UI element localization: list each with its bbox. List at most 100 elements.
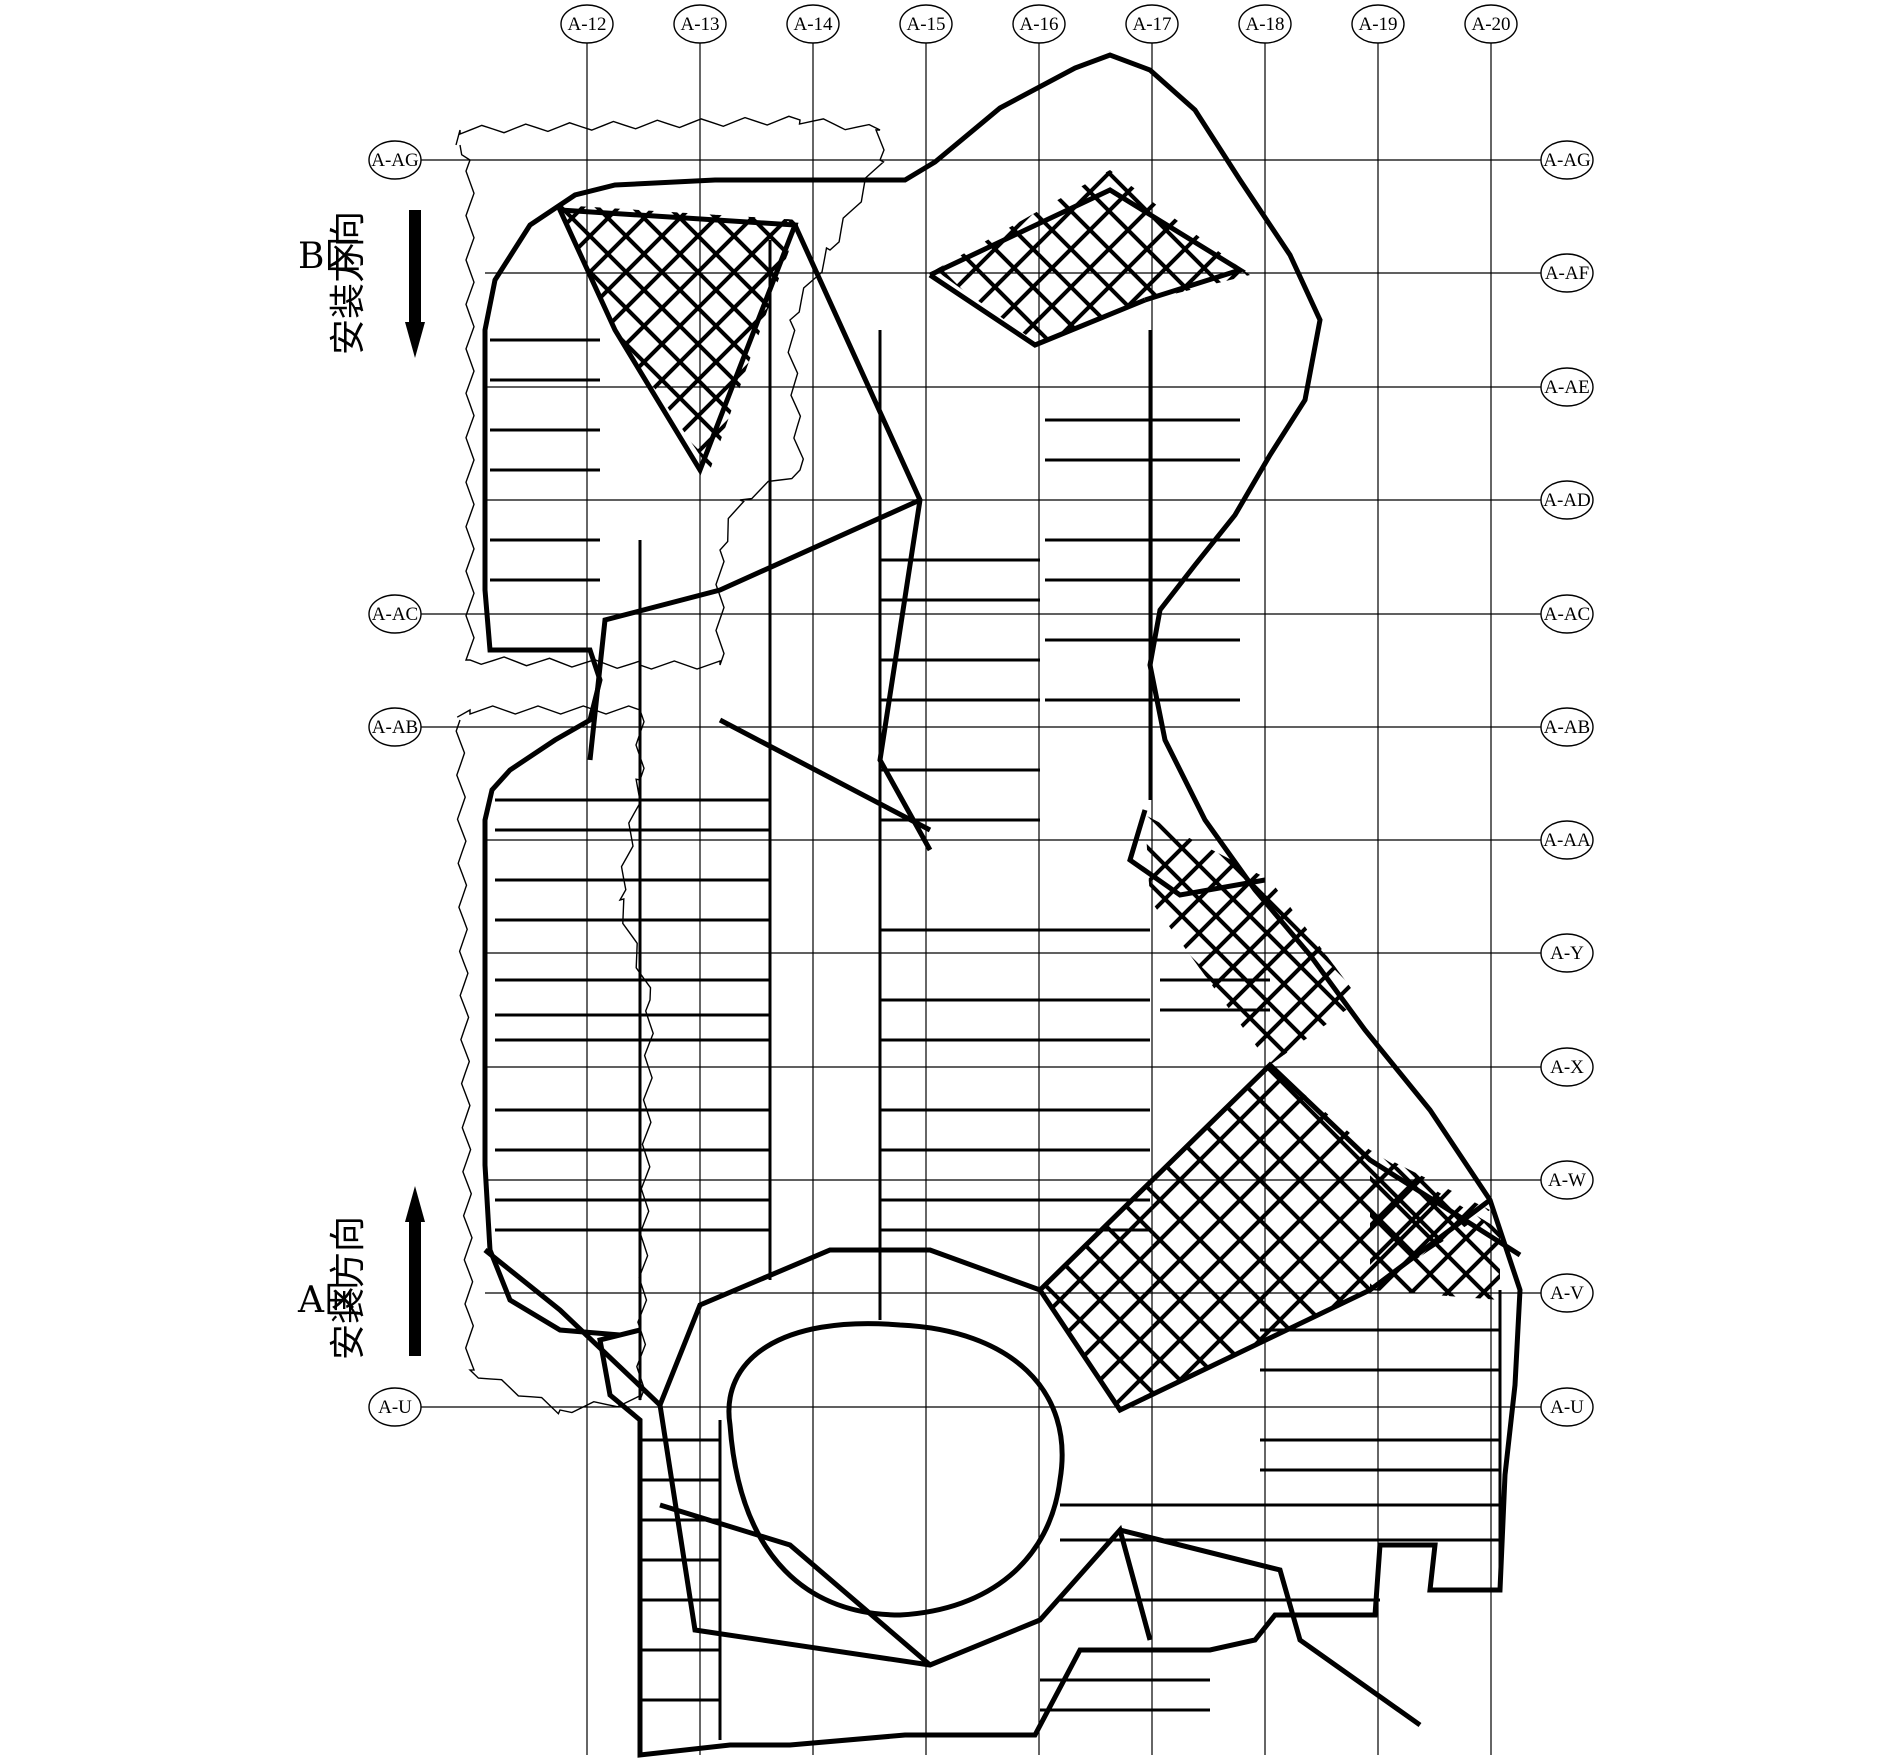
lattice-member	[935, 170, 1250, 345]
lattice-member	[1040, 1065, 1490, 1322]
column-axis-label: A-20	[1471, 14, 1510, 35]
lattice-member	[1040, 1118, 1490, 1410]
zone-b-name: B区	[298, 236, 360, 277]
lattice-panel	[1040, 1065, 1490, 1410]
column-axis-bubble: A-14	[786, 4, 840, 44]
row-axis-bubble-left: A-AB	[368, 707, 422, 747]
lattice-member	[935, 170, 1250, 338]
truss-south-4	[1119, 1527, 1422, 1728]
truss-ne-1	[928, 272, 1146, 348]
row-axis-bubble-left: A-AG	[368, 140, 422, 180]
lattice-member	[560, 205, 800, 332]
lattice-member	[935, 170, 1250, 300]
lattice-member	[560, 205, 800, 470]
lattice-member	[1145, 815, 1360, 996]
zone-b-cloud	[455, 115, 885, 670]
lattice-member	[1145, 815, 1360, 962]
lattice-member	[935, 170, 1250, 338]
lattice-member	[560, 205, 800, 470]
column-axis-label: A-17	[1132, 14, 1171, 35]
lattice-member	[935, 170, 1250, 300]
row-axis-label: A-AD	[1543, 490, 1591, 511]
lattice-panel	[1145, 815, 1360, 1065]
lattice-member	[560, 205, 800, 440]
row-axis-bubble: A-AF	[1540, 253, 1594, 293]
lattice-member	[560, 284, 800, 470]
row-axis-label: A-U	[1550, 1397, 1584, 1418]
circular-atrium-void	[726, 1321, 1065, 1618]
lattice-member	[1145, 836, 1360, 1065]
lattice-member	[560, 320, 800, 470]
column-axis-bubble: A-16	[1012, 4, 1066, 44]
lattice-panel	[935, 170, 1250, 345]
row-axis-bubble: A-V	[1540, 1273, 1594, 1313]
row-axis-label: A-Y	[1550, 943, 1584, 964]
lattice-member	[1145, 815, 1360, 1030]
zone-a-label: A区 安装方向	[297, 1186, 425, 1360]
zone-b-arrow-down-icon	[405, 210, 425, 358]
column-axis-label: A-12	[567, 14, 606, 35]
lattice-member	[1040, 1065, 1490, 1410]
truss-south-1	[657, 1247, 1041, 1406]
lattice-member	[1040, 1158, 1490, 1410]
lattice-member	[935, 198, 1250, 345]
row-axis-bubble: A-AD	[1540, 480, 1594, 520]
row-axis-bubble: A-U	[1540, 1387, 1594, 1427]
row-axis-label: A-AG	[371, 150, 419, 171]
column-axis-label: A-16	[1019, 14, 1058, 35]
row-axis-bubble-left: A-AC	[368, 594, 422, 634]
zone-a-arrow-up-icon	[405, 1186, 425, 1356]
lattice-member	[1040, 1158, 1490, 1410]
column-axis-bubble: A-18	[1238, 4, 1292, 44]
truss-center-3	[718, 717, 932, 833]
row-axis-bubble: A-AC	[1540, 594, 1594, 634]
lattice-member	[560, 205, 800, 470]
zone-b-label: B区 安装方向	[298, 210, 425, 358]
zone-a-name: A区	[297, 1280, 360, 1321]
lattice-member	[1145, 815, 1360, 1030]
lattice-member	[935, 170, 1250, 345]
lattice-member	[1370, 1150, 1500, 1300]
truss-south-3	[659, 1502, 932, 1667]
lattice-member	[1145, 815, 1360, 996]
lattice-member	[1370, 1224, 1500, 1300]
lattice-member	[560, 205, 800, 470]
column-axis-bubble: A-19	[1351, 4, 1405, 44]
lattice-member	[1040, 1198, 1490, 1410]
lattice-member	[1040, 1065, 1490, 1362]
lattice-member	[1040, 1078, 1490, 1410]
row-axis-label: A-AE	[1544, 377, 1589, 398]
truss-center-2	[587, 497, 922, 761]
column-axis-label: A-14	[793, 14, 833, 35]
column-axis-label: A-15	[906, 14, 945, 35]
row-axis-label: A-AF	[1545, 263, 1589, 284]
lattice-member	[560, 205, 800, 332]
column-axis-label: A-19	[1358, 14, 1397, 35]
row-axis-label: A-U	[378, 1397, 412, 1418]
row-axis-label: A-AB	[1544, 717, 1590, 738]
building-outline	[482, 52, 1523, 1758]
row-axis-label: A-W	[1548, 1170, 1586, 1191]
row-axis-label: A-AB	[372, 717, 418, 738]
lattice-member	[560, 205, 800, 404]
zone-a-cloud	[455, 705, 654, 1415]
row-axis-bubble: A-W	[1540, 1160, 1594, 1200]
lattice-member	[1145, 815, 1360, 1065]
lattice-member	[1145, 815, 1360, 962]
lattice-member	[1040, 1065, 1490, 1410]
row-axis-label: A-X	[1550, 1057, 1584, 1078]
column-axis-bubble: A-12	[560, 4, 614, 44]
lattice-member	[1040, 1065, 1490, 1282]
truss-west	[483, 1248, 662, 1407]
lattice-member	[560, 284, 800, 470]
row-axis-label: A-AG	[1543, 150, 1591, 171]
lattice-member	[560, 320, 800, 470]
lattice-member	[1040, 1238, 1490, 1410]
row-axis-label: A-AC	[1544, 604, 1590, 625]
lattice-member	[560, 205, 800, 404]
column-axis-bubble: A-17	[1125, 4, 1179, 44]
row-axis-label: A-AC	[372, 604, 418, 625]
lattice-member	[1040, 1065, 1490, 1410]
lattice-member	[1370, 1224, 1500, 1300]
